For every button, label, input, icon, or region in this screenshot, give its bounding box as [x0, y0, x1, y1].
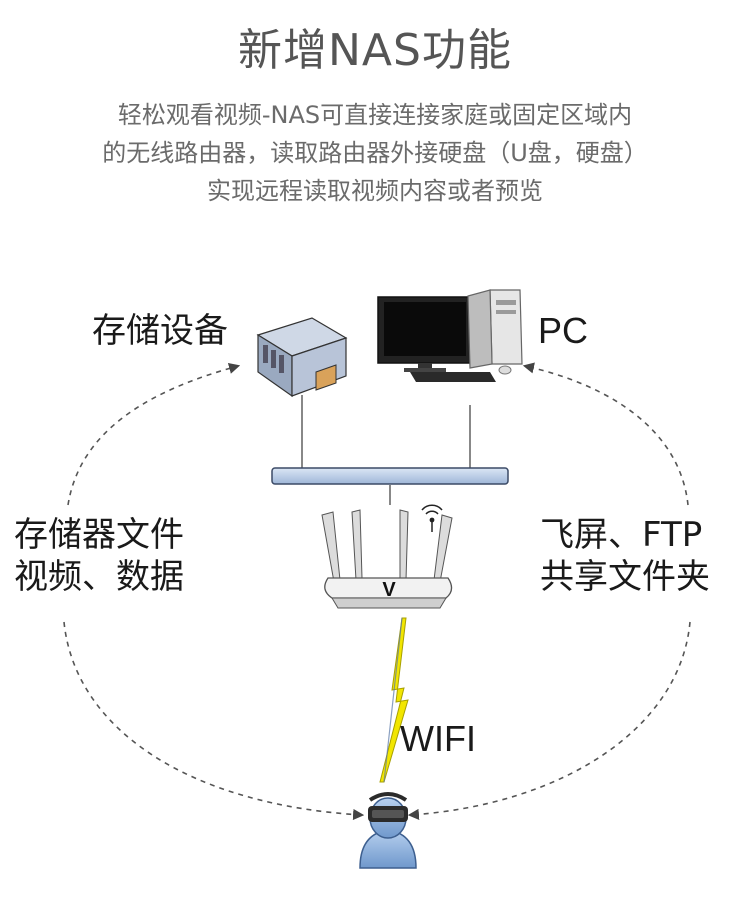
arrow-right-lower [407, 621, 691, 820]
storage-device-label: 存储设备 [92, 311, 228, 351]
description-line: 实现远程读取视频内容或者预览 [207, 177, 543, 205]
arrow-left-lower [63, 621, 365, 821]
left-caption-line: 存储器文件 [14, 515, 184, 555]
storage-device-icon [256, 317, 348, 398]
network-bus-bar [271, 467, 509, 485]
right-caption-line: 飞屏、FTP [540, 515, 703, 555]
description-line: 的无线路由器，读取路由器外接硬盘（U盘，硬盘） [102, 139, 648, 167]
right-caption-line: 共享文件夹 [540, 557, 710, 597]
dashed-flow-arrows [63, 362, 691, 821]
left-caption: 存储器文件 视频、数据 [14, 514, 184, 598]
pc-label: PC [538, 310, 589, 351]
pc-icon [377, 289, 523, 382]
user-vr-icon [359, 792, 417, 869]
arrow-right-upper [522, 362, 689, 506]
description: 轻松观看视频-NAS可直接连接家庭或固定区域内 的无线路由器，读取路由器外接硬盘… [20, 96, 730, 210]
description-line: 轻松观看视频-NAS可直接连接家庭或固定区域内 [117, 101, 633, 129]
router-logo: V [382, 579, 396, 601]
router-icon: V [321, 504, 453, 609]
wifi-label: WIFI [400, 718, 476, 759]
arrow-left-upper [67, 362, 241, 506]
right-caption: 飞屏、FTP 共享文件夹 [540, 514, 710, 598]
left-caption-line: 视频、数据 [14, 557, 184, 597]
wifi-signal-line [383, 617, 403, 783]
page-title: 新增NAS功能 [238, 25, 512, 76]
